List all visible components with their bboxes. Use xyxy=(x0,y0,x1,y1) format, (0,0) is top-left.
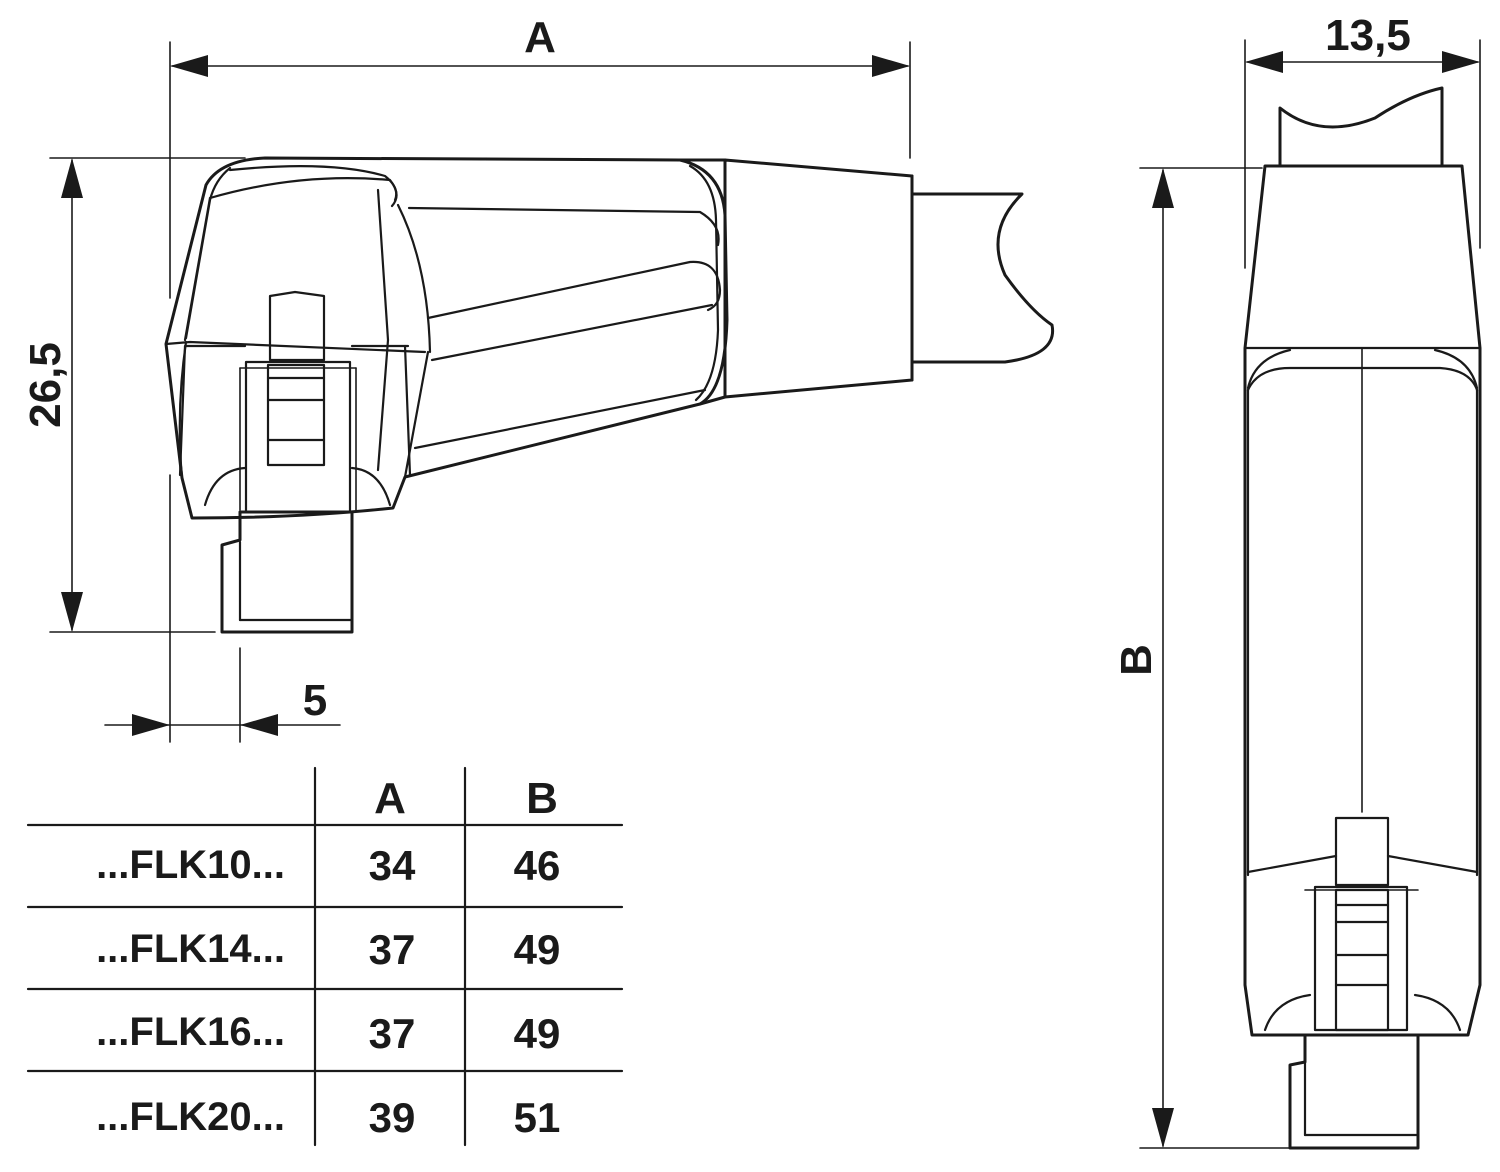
front-contact-pin xyxy=(1288,1033,1420,1150)
row-value-b: 49 xyxy=(514,926,561,973)
cable xyxy=(910,174,1055,382)
dimension-width: 13,5 xyxy=(1244,11,1481,269)
housing-body xyxy=(164,156,727,520)
dimension-height: 26,5 xyxy=(21,157,246,633)
row-value-a: 39 xyxy=(369,1094,416,1141)
row-model-name: ...FLK10... xyxy=(96,843,285,887)
row-value-a: 34 xyxy=(369,842,416,889)
table-header-b: B xyxy=(526,774,558,823)
row-value-a: 37 xyxy=(369,1010,416,1057)
table-row: ...FLK20... 39 51 xyxy=(96,1094,560,1141)
front-housing xyxy=(1243,164,1482,1037)
row-value-b: 46 xyxy=(514,842,561,889)
row-model-name: ...FLK16... xyxy=(96,1010,285,1054)
front-latch xyxy=(1304,816,1419,1032)
side-view: A 26,5 5 xyxy=(21,13,1055,743)
latch-clip xyxy=(203,290,392,514)
dimension-a-label: A xyxy=(524,13,556,62)
dimension-width-label: 13,5 xyxy=(1325,11,1411,60)
dimension-table: A B ...FLK10... 34 46 ...FLK14... 37 49 … xyxy=(26,766,624,1147)
row-value-b: 49 xyxy=(514,1010,561,1057)
dimension-a: A xyxy=(169,13,911,299)
contact-pin xyxy=(220,510,354,634)
table-row: ...FLK16... 37 49 xyxy=(96,1010,560,1057)
dimension-b: B xyxy=(1112,167,1291,1149)
row-model-name: ...FLK14... xyxy=(96,927,285,971)
row-value-a: 37 xyxy=(369,926,416,973)
front-view: 13,5 B xyxy=(1112,11,1482,1150)
table-header-a: A xyxy=(374,774,406,823)
strain-relief xyxy=(678,158,914,406)
table-row: ...FLK14... 37 49 xyxy=(96,926,560,973)
table-row: ...FLK10... 34 46 xyxy=(96,842,560,889)
cable-top xyxy=(1278,86,1444,168)
dimension-offset: 5 xyxy=(104,474,341,743)
dimension-offset-label: 5 xyxy=(303,676,327,725)
dimension-height-label: 26,5 xyxy=(21,342,70,428)
row-value-b: 51 xyxy=(514,1094,561,1141)
row-model-name: ...FLK20... xyxy=(96,1095,285,1139)
dimension-b-label: B xyxy=(1112,644,1161,676)
